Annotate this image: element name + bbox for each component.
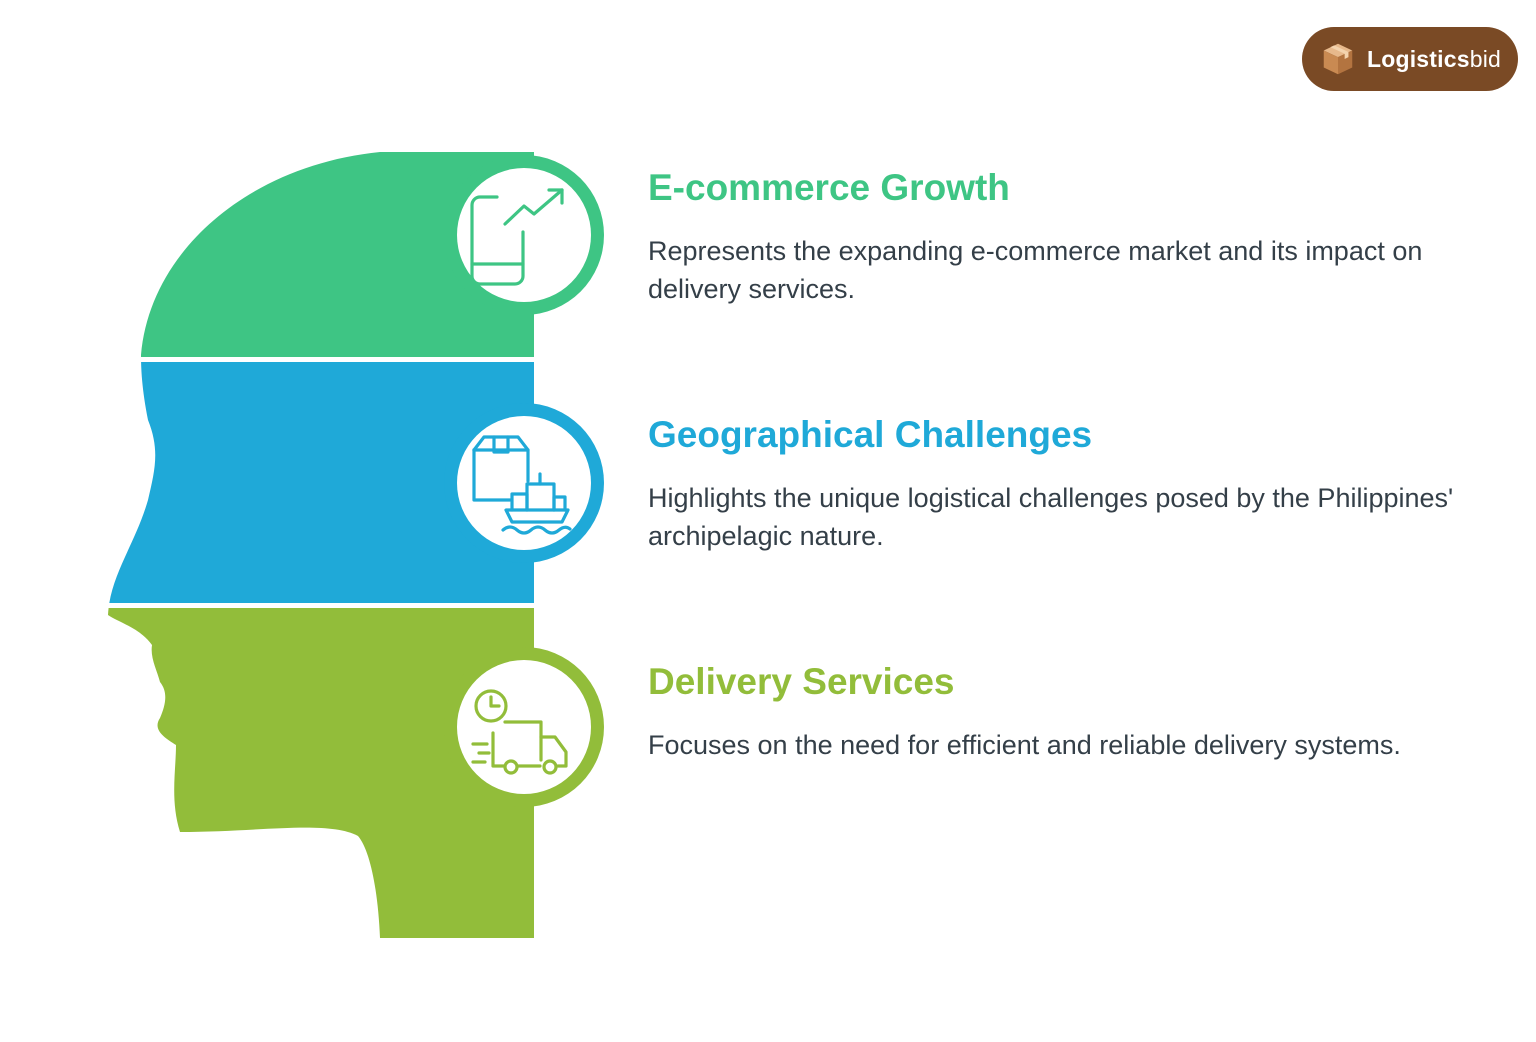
item-description: Highlights the unique logistical challen… xyxy=(648,483,1454,551)
item-geographical-challenges: Geographical Challenges Highlights the u… xyxy=(648,413,1488,555)
logo-text-bold: Logistics xyxy=(1366,45,1470,72)
item-delivery-services: Delivery Services Focuses on the need fo… xyxy=(648,660,1488,764)
package-box-icon xyxy=(1323,43,1353,75)
item-ecommerce-growth: E-commerce Growth Represents the expandi… xyxy=(648,166,1488,308)
mobile-growth-icon xyxy=(470,188,564,286)
icon-circle-delivery xyxy=(457,660,591,794)
item-title: E-commerce Growth xyxy=(648,167,1010,208)
head-segment-middle xyxy=(109,362,534,603)
head-segment-bottom xyxy=(108,608,534,938)
logo-wordmark: Logisticsbid xyxy=(1367,46,1501,73)
fast-delivery-truck-icon xyxy=(471,689,568,775)
item-description: Represents the expanding e-commerce mark… xyxy=(648,236,1423,304)
item-description: Focuses on the need for efficient and re… xyxy=(648,730,1401,760)
item-title: Delivery Services xyxy=(648,661,955,702)
box-ship-icon xyxy=(472,435,572,535)
item-title: Geographical Challenges xyxy=(648,414,1093,455)
logisticsbid-logo: Logisticsbid xyxy=(1302,27,1518,91)
head-segment-top xyxy=(141,152,534,357)
logo-text-light: bid xyxy=(1469,45,1502,72)
